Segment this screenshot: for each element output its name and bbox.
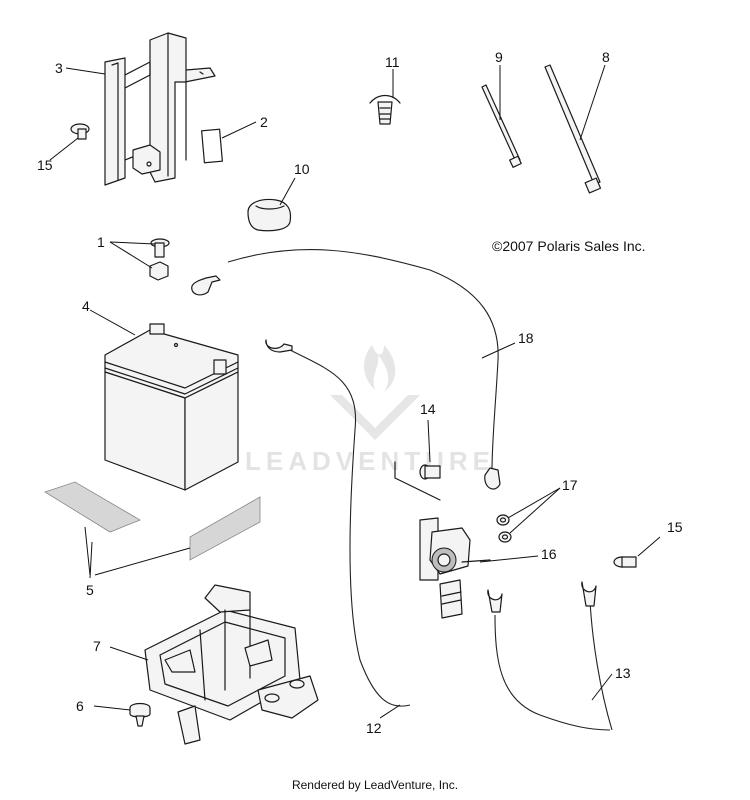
callout-5: 5: [86, 582, 94, 598]
callout-14: 14: [420, 401, 436, 417]
callout-15-top: 15: [37, 157, 53, 173]
callout-13: 13: [615, 665, 631, 681]
watermark-text: LEADVENTURE: [245, 446, 495, 476]
part-6-bolt: [129, 702, 151, 727]
leadventure-watermark: LEADVENTURE: [245, 345, 495, 476]
callout-7: 7: [93, 638, 101, 654]
callout-11: 11: [385, 54, 400, 70]
callout-15-right: 15: [667, 519, 683, 535]
callout-10: 10: [294, 161, 310, 177]
callout-8: 8: [602, 49, 610, 65]
copyright-notice: ©2007 Polaris Sales Inc.: [492, 238, 646, 254]
part-17-nuts: [496, 514, 512, 543]
callout-3: 3: [55, 60, 63, 76]
rendered-by-footer: Rendered by LeadVenture, Inc.: [291, 778, 459, 792]
part-16-starter-solenoid: [419, 517, 491, 619]
part-10-terminal-cap: [247, 198, 292, 232]
part-8-cable-tie-large: [544, 64, 602, 194]
callout-17: 17: [562, 477, 578, 493]
callout-numbers: 3 2 15 11 9 8 10 1 4 5 7 6 12 13 14 18 1…: [37, 49, 683, 736]
callout-2: 2: [260, 114, 268, 130]
part-4-battery: [104, 323, 239, 491]
part-5-battery-labels: [44, 481, 261, 561]
ground-terminal: [191, 275, 221, 296]
part-15-bolt-top: [70, 123, 90, 140]
callout-1: 1: [97, 234, 105, 250]
callout-18: 18: [518, 330, 534, 346]
callout-9: 9: [495, 49, 503, 65]
callout-6: 6: [76, 698, 84, 714]
part-11-push-rivet: [369, 94, 401, 125]
part-7-battery-tray: [144, 584, 319, 745]
callout-16: 16: [541, 546, 557, 562]
callout-4: 4: [82, 298, 90, 314]
part-1-terminal-hardware: [149, 238, 170, 281]
part-3-battery-bracket: [104, 32, 216, 186]
callout-12: 12: [366, 720, 382, 736]
part-14-bolt: [394, 461, 441, 501]
part-2-label: [201, 128, 223, 164]
leader-lines: [49, 64, 661, 719]
part-15-bolt-right: [613, 556, 637, 568]
part-9-cable-tie-small: [481, 84, 522, 168]
cables: [227, 249, 613, 731]
